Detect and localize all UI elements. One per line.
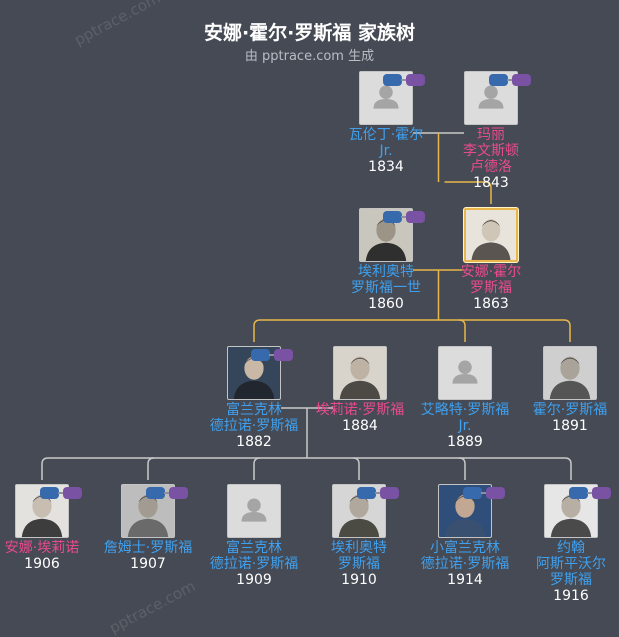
birth-year: 1909 — [236, 572, 272, 588]
birth-year: 1891 — [552, 418, 588, 434]
expand-parents-icon[interactable] — [383, 211, 402, 223]
person-portrait[interactable] — [438, 484, 492, 538]
person-placeholder-icon[interactable] — [438, 346, 492, 400]
expand-spouse-icon[interactable] — [63, 487, 82, 499]
person-name[interactable]: 埃利奥特 罗斯福一世 — [351, 264, 421, 296]
expand-toggle[interactable] — [146, 487, 190, 499]
birth-year: 1889 — [447, 434, 483, 450]
child-link — [147, 457, 155, 480]
person-portrait[interactable] — [543, 346, 597, 400]
birth-year: 1907 — [130, 556, 166, 572]
child-link — [352, 457, 360, 480]
person-name[interactable]: 富兰克林 德拉诺·罗斯福 — [209, 540, 299, 572]
person-name[interactable]: 瓦伦丁·霍尔 Jr. — [348, 127, 424, 159]
expand-parents-icon[interactable] — [463, 487, 482, 499]
expand-toggle[interactable] — [463, 487, 507, 499]
child-link — [484, 181, 492, 204]
person-portrait[interactable] — [333, 346, 387, 400]
birth-year: 1916 — [553, 588, 589, 604]
expand-spouse-icon[interactable] — [406, 211, 425, 223]
person-name[interactable]: 詹姆士·罗斯福 — [103, 540, 193, 556]
expand-toggle[interactable] — [357, 487, 401, 499]
birth-year: 1910 — [341, 572, 377, 588]
child-link — [41, 457, 49, 480]
expand-toggle[interactable] — [383, 74, 427, 86]
birth-year: 1860 — [368, 296, 404, 312]
expand-parents-icon[interactable] — [357, 487, 376, 499]
birth-year: 1884 — [342, 418, 378, 434]
expand-spouse-icon[interactable] — [169, 487, 188, 499]
expand-parents-icon[interactable] — [146, 487, 165, 499]
child-link — [458, 319, 466, 342]
child-link — [253, 319, 261, 342]
person-card[interactable]: 艾略特·罗斯福 Jr.1889 — [405, 346, 525, 451]
person-name[interactable]: 埃莉诺·罗斯福 — [315, 402, 405, 418]
person-name[interactable]: 霍尔·罗斯福 — [532, 402, 608, 418]
person-card[interactable]: 瓦伦丁·霍尔 Jr.1834 — [326, 71, 446, 176]
person-name[interactable]: 玛丽 李文斯顿 卢德洛 — [463, 127, 519, 175]
expand-spouse-icon[interactable] — [380, 487, 399, 499]
expand-spouse-icon[interactable] — [406, 74, 425, 86]
birth-year: 1843 — [473, 175, 509, 191]
birth-year: 1882 — [236, 434, 272, 450]
expand-spouse-icon[interactable] — [592, 487, 611, 499]
birth-year: 1834 — [368, 159, 404, 175]
person-name[interactable]: 约翰 阿斯平沃尔 罗斯福 — [536, 540, 606, 588]
expand-parents-icon[interactable] — [40, 487, 59, 499]
birth-year: 1906 — [24, 556, 60, 572]
person-name[interactable]: 埃利奥特 罗斯福 — [331, 540, 387, 572]
child-link — [564, 457, 572, 480]
expand-toggle[interactable] — [383, 211, 427, 223]
person-name[interactable]: 安娜·霍尔 罗斯福 — [460, 264, 522, 296]
person-name[interactable]: 安娜·埃莉诺 — [4, 540, 80, 556]
expand-parents-icon[interactable] — [383, 74, 402, 86]
child-link — [253, 457, 261, 480]
expand-spouse-icon[interactable] — [274, 349, 293, 361]
expand-parents-icon[interactable] — [489, 74, 508, 86]
expand-parents-icon[interactable] — [251, 349, 270, 361]
expand-spouse-icon[interactable] — [486, 487, 505, 499]
expand-toggle[interactable] — [489, 74, 533, 86]
expand-spouse-icon[interactable] — [512, 74, 531, 86]
diagram-subtitle: 由 pptrace.com 生成 — [244, 49, 375, 64]
diagram-title: 安娜·霍尔·罗斯福 家族树 — [203, 22, 416, 44]
expand-toggle[interactable] — [40, 487, 84, 499]
birth-year: 1863 — [473, 296, 509, 312]
person-placeholder-icon[interactable] — [227, 484, 281, 538]
person-name[interactable]: 小富兰克林 德拉诺·罗斯福 — [420, 540, 510, 572]
child-link — [563, 319, 571, 342]
child-link — [458, 457, 466, 480]
person-name[interactable]: 富兰克林 德拉诺·罗斯福 — [209, 402, 299, 434]
expand-parents-icon[interactable] — [569, 487, 588, 499]
expand-toggle[interactable] — [569, 487, 613, 499]
expand-toggle[interactable] — [251, 349, 295, 361]
person-portrait[interactable] — [464, 208, 518, 262]
person-name[interactable]: 艾略特·罗斯福 Jr. — [420, 402, 510, 434]
birth-year: 1914 — [447, 572, 483, 588]
